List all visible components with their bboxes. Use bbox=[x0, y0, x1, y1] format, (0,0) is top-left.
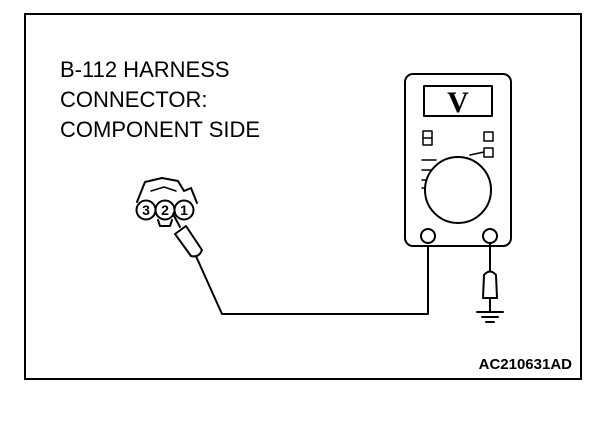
meter-scale bbox=[421, 159, 437, 189]
probe-icon bbox=[172, 213, 203, 258]
pin-1: 1 bbox=[173, 199, 195, 221]
caption-line-1: B-112 HARNESS bbox=[60, 57, 230, 82]
figure-code: AC210631AD bbox=[479, 356, 573, 373]
pin-2-label: 2 bbox=[161, 202, 169, 218]
ground-icon bbox=[476, 311, 504, 323]
connector-bottom-tab bbox=[157, 219, 173, 227]
meter-indicator-right-top bbox=[483, 131, 494, 142]
ground-probe-handle bbox=[482, 270, 498, 299]
meter-display bbox=[423, 85, 493, 117]
meter-rotary-dial bbox=[424, 156, 492, 224]
ground-probe-icon bbox=[482, 242, 498, 313]
caption-line-3: COMPONENT SIDE bbox=[60, 117, 260, 142]
pin-2: 2 bbox=[154, 199, 176, 221]
pin-1-label: 1 bbox=[180, 202, 188, 218]
diagram-frame bbox=[24, 13, 582, 380]
harness-connector-icon: 3 2 1 bbox=[135, 177, 198, 227]
caption-line-2: CONNECTOR: bbox=[60, 87, 208, 112]
pin-3-label: 3 bbox=[142, 202, 150, 218]
meter-display-unit: V bbox=[447, 86, 469, 119]
connector-latch bbox=[150, 186, 177, 192]
probe-tip bbox=[172, 213, 181, 228]
voltmeter-icon: V bbox=[404, 73, 512, 247]
meter-input-terminal[interactable] bbox=[482, 228, 498, 244]
meter-com-terminal[interactable] bbox=[420, 228, 436, 244]
probe-handle bbox=[174, 225, 203, 258]
connector-housing bbox=[136, 177, 198, 204]
connector-caption: B-112 HARNESS CONNECTOR: COMPONENT SIDE bbox=[60, 57, 260, 142]
test-lead-wire bbox=[194, 239, 429, 315]
pin-3: 3 bbox=[135, 199, 157, 221]
